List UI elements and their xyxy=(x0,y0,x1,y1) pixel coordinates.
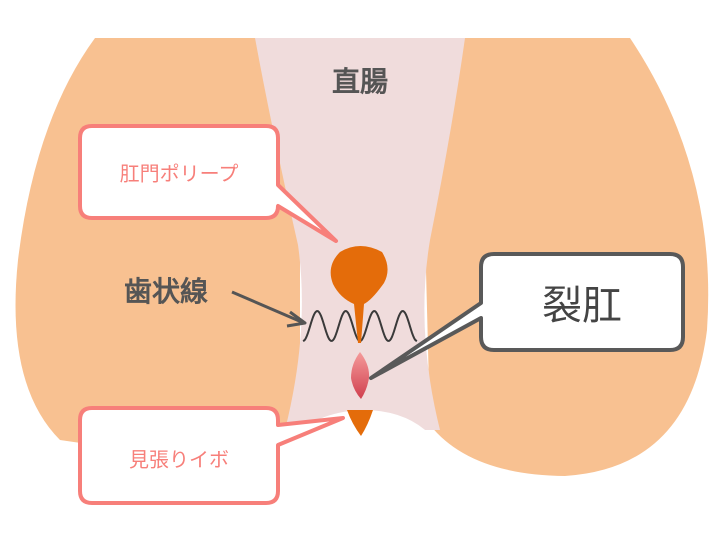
sentinel-pile-callout-box xyxy=(78,406,345,505)
arrow-head-icon xyxy=(286,310,307,328)
sentinel-pile-label: 見張りイボ xyxy=(129,447,229,472)
dentate-line-arrow xyxy=(231,290,305,325)
anal-fissure-label: 裂肛 xyxy=(542,283,622,329)
rectum-label: 直腸 xyxy=(331,65,389,98)
anal-fissure xyxy=(351,352,370,399)
anal-polyp xyxy=(330,246,388,343)
sentinel-pile xyxy=(347,410,373,436)
polyp-callout-box xyxy=(78,124,338,243)
anal-polyp-label: 肛門ポリープ xyxy=(119,161,239,186)
dentate-line-label: 歯状線 xyxy=(123,275,209,308)
left-buttock xyxy=(15,38,300,449)
fissure-callout-box xyxy=(369,252,685,380)
anal-opening xyxy=(262,410,462,540)
